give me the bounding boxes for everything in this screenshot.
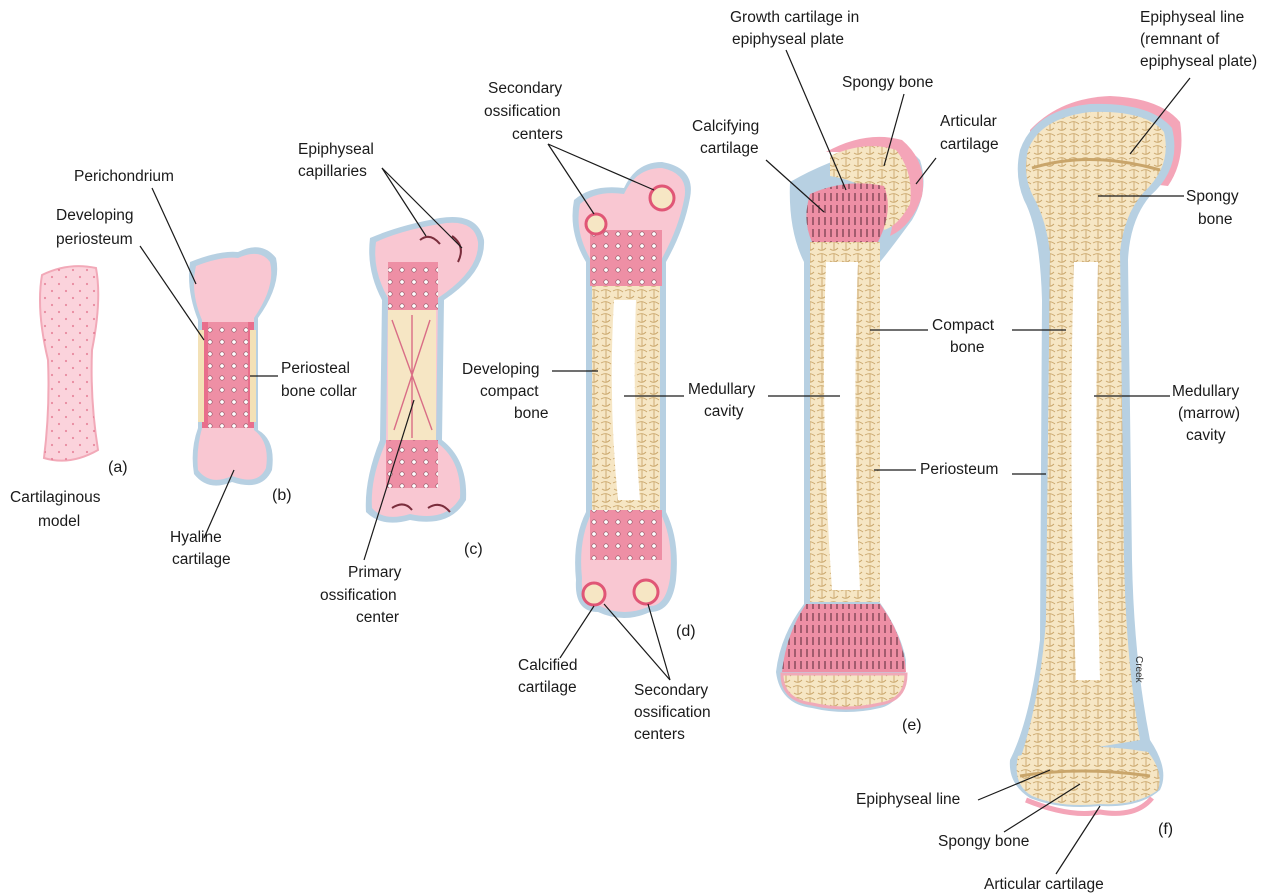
label-compact-bone-2: bone (950, 339, 984, 356)
leader-articular-cartilage-bottom (1056, 806, 1100, 874)
bone-f-epiphysis-top (1026, 112, 1166, 252)
label-secondary-ossification-top-2: ossification (484, 103, 561, 120)
label-primary-ossification-3: center (356, 609, 399, 626)
bone-e (776, 137, 924, 712)
bone-d-secondary-center-1 (586, 214, 606, 234)
label-medullary-marrow-2: (marrow) (1178, 405, 1240, 422)
label-epiphyseal-line-top-3: epiphyseal plate) (1140, 53, 1257, 70)
label-cartilaginous-model-2: model (38, 513, 80, 530)
bone-b (189, 247, 277, 485)
leader-secondary-top-2 (548, 144, 654, 190)
panel-label-e: (e) (902, 717, 922, 734)
label-perichondrium: Perichondrium (74, 168, 174, 185)
bone-d (573, 162, 691, 618)
leader-perichondrium (152, 188, 196, 284)
label-growth-cartilage-2: epiphyseal plate (732, 31, 844, 48)
label-epiphyseal-line-bottom: Epiphyseal line (856, 791, 960, 808)
bone-e-growth-plate-top (806, 183, 887, 242)
bone-d-secondary-center-3 (583, 583, 605, 605)
label-calcifying-cartilage: Calcifying (692, 118, 759, 135)
label-spongy-bone-f: Spongy (1186, 188, 1239, 205)
label-calcified-cartilage-2: cartilage (518, 679, 577, 696)
label-compact-bone: Compact (932, 317, 995, 334)
label-epiphyseal-line-top-2: (remnant of (1140, 31, 1220, 48)
label-growth-cartilage: Growth cartilage in (730, 9, 859, 26)
label-primary-ossification: Primary (348, 564, 402, 581)
artist-signature: Creek (1133, 656, 1144, 684)
leader-epiphyseal-capillaries-1 (382, 168, 426, 236)
label-spongy-bone-bottom: Spongy bone (938, 833, 1029, 850)
label-epiphyseal-capillaries-2: capillaries (298, 163, 367, 180)
bone-e-epiphysis-bottom (782, 674, 906, 708)
bone-a-texture (40, 266, 98, 461)
label-medullary-marrow-3: cavity (1186, 427, 1226, 444)
panel-label-b: (b) (272, 487, 292, 504)
label-calcifying-cartilage-2: cartilage (700, 140, 759, 157)
label-secondary-ossification-top-3: centers (512, 126, 563, 143)
bone-f (1010, 96, 1182, 814)
label-spongy-bone-f-2: bone (1198, 211, 1232, 228)
label-articular-cartilage-e-2: cartilage (940, 136, 999, 153)
bone-d-upper-plate (590, 230, 662, 286)
label-articular-cartilage-bottom: Articular cartilage (984, 876, 1104, 893)
bone-e-medullary-cavity (824, 262, 860, 590)
label-hyaline-cartilage: Hyaline (170, 529, 222, 546)
panel-label-c: (c) (464, 541, 483, 558)
label-spongy-bone-e: Spongy bone (842, 74, 933, 91)
label-developing-periosteum: Developing (56, 207, 134, 224)
label-medullary-cavity-d: Medullary (688, 381, 755, 398)
bone-d-secondary-center-4 (634, 580, 658, 604)
label-cartilaginous-model: Cartilaginous (10, 489, 101, 506)
bone-c-upper-cell-zone (388, 262, 438, 310)
label-developing-compact-bone-2: compact (480, 383, 539, 400)
label-epiphyseal-line-top: Epiphyseal line (1140, 9, 1244, 26)
label-secondary-ossification-bottom-2: ossification (634, 704, 711, 721)
label-periosteum: Periosteum (920, 461, 998, 478)
panel-label-a: (a) (108, 459, 128, 476)
leader-secondary-bottom-2 (648, 604, 670, 680)
label-secondary-ossification-bottom-3: centers (634, 726, 685, 743)
label-medullary-cavity-d-2: cavity (704, 403, 744, 420)
label-epiphyseal-capillaries: Epiphyseal (298, 141, 374, 158)
label-hyaline-cartilage-2: cartilage (172, 551, 231, 568)
leader-calcified-cartilage (560, 606, 594, 658)
label-secondary-ossification-bottom: Secondary (634, 682, 708, 699)
label-medullary-marrow: Medullary (1172, 383, 1239, 400)
bone-d-lower-plate (590, 510, 662, 560)
label-articular-cartilage-e: Articular (940, 113, 997, 130)
panel-label-f: (f) (1158, 821, 1173, 838)
label-developing-periosteum-2: periosteum (56, 231, 133, 248)
bone-f-medullary-cavity (1071, 262, 1100, 680)
bone-a-cartilaginous-model (40, 266, 98, 461)
label-periosteal-bone-collar: Periosteal (281, 360, 350, 377)
label-developing-compact-bone-3: bone (514, 405, 548, 422)
bone-b-bone-collar-left (198, 330, 204, 422)
label-periosteal-bone-collar-2: bone collar (281, 383, 357, 400)
label-primary-ossification-2: ossification (320, 587, 397, 604)
label-secondary-ossification-top: Secondary (488, 80, 562, 97)
bone-b-calcified-cells (208, 322, 248, 428)
label-calcified-cartilage: Calcified (518, 657, 577, 674)
panel-label-d: (d) (676, 623, 696, 640)
label-developing-compact-bone: Developing (462, 361, 540, 378)
